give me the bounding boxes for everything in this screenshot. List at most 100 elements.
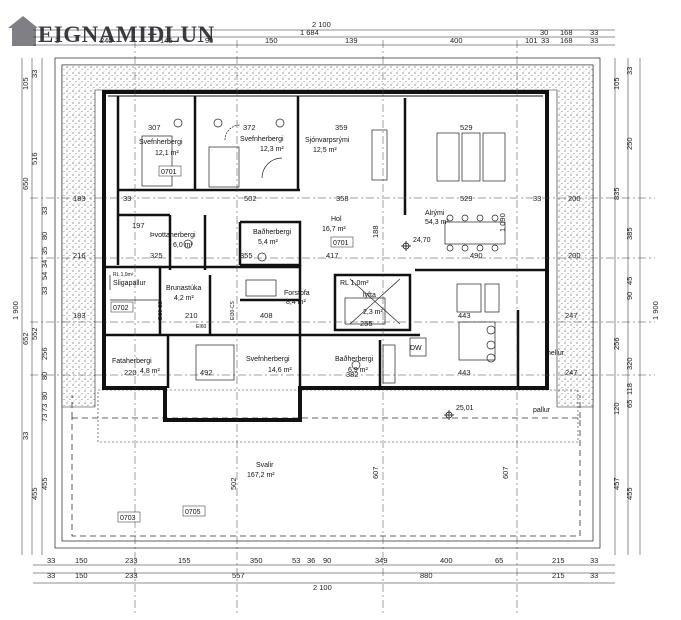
dim-bottom-overall: 2 100: [313, 583, 332, 592]
inner-dim-21: 247: [565, 368, 578, 377]
dim-right-5: 45: [625, 277, 634, 285]
tag-0703: 0703: [120, 515, 136, 522]
room-area-thvottahus: 6,0 m²: [173, 242, 194, 249]
dim-left-20: 455: [30, 487, 39, 500]
dim-bottom-r1-0: 33: [47, 556, 55, 565]
room-name-thvottahus: Þvottaherbergi: [150, 232, 196, 239]
inner-dim-1: 372: [243, 123, 256, 132]
dim-left-15: 80: [40, 392, 49, 400]
dim-left-16: 73: [40, 404, 49, 412]
dim-bottom-r1-4: 350: [250, 556, 263, 565]
inner-dim-17: 492: [200, 368, 213, 377]
dim-left-4: 33: [40, 207, 49, 215]
dim-bottom-r1-2: 233: [125, 556, 138, 565]
dim-bottom-r1-8: 349: [375, 556, 388, 565]
room-name-geymsla: Sligapallur: [113, 280, 146, 287]
dim-bottom-r2-5: 215: [552, 571, 565, 580]
dim-top-r2-10: 33: [590, 36, 598, 45]
inner-dim-7: 197: [132, 221, 145, 230]
plot-boundary: [54, 57, 601, 549]
dim-left-5: 80: [40, 232, 49, 240]
inner-dim-14: 255: [360, 319, 373, 328]
inner-dim-4: 502: [244, 194, 257, 203]
inner-dim-28: 183: [73, 311, 86, 320]
inner-dim-9: 355: [240, 251, 253, 260]
dim-bottom-r1-12: 33: [590, 556, 598, 565]
tag-0701: 0701: [161, 169, 177, 176]
terrace-edge: [71, 395, 581, 418]
tag-0701b: 0701: [333, 240, 349, 247]
room-name-alrymi: Alrými: [425, 210, 445, 217]
dim-left-8: 54: [40, 272, 49, 280]
room-area-sjonvarp: 12,5 m²: [313, 147, 337, 154]
inner-dim-31: 200: [568, 251, 581, 260]
inner-dim-11: 490: [470, 251, 483, 260]
inner-dim-32: 33: [123, 194, 131, 203]
room-name-badherb1: Baðherbergi: [253, 228, 292, 236]
room-name-fataherb: Fataherbergi: [112, 358, 152, 365]
dim-top-r2-2: 145: [160, 36, 173, 45]
dim-bottom-r1-6: 36: [307, 556, 315, 565]
pallur-label: pallur: [533, 407, 551, 414]
room-area-brunastuka: 4,2 m²: [174, 295, 195, 302]
tag-0702: 0702: [113, 305, 129, 312]
room-area-fataherb: 4,8 m²: [140, 368, 161, 375]
room-name-sjonvarp: Sjónvarpsrými: [305, 137, 350, 144]
room-name-hol: Hol: [331, 216, 342, 223]
dim-bottom-r1-9: 400: [440, 556, 453, 565]
inner-dim-20: 247: [565, 311, 578, 320]
dim-left-10: 652: [21, 332, 30, 345]
dim-left-1: 33: [30, 70, 39, 78]
room-area-forstofa: 8,4 m²: [286, 299, 307, 306]
dim-right-7: 1 900: [651, 301, 660, 320]
dim-bottom-r2-0: 33: [47, 571, 55, 580]
room-name-badherb2: Baðherbergi: [335, 355, 374, 363]
room-name-svefn3: Svefnherbergi: [246, 356, 290, 363]
dim-bottom-r2-1: 150: [75, 571, 88, 580]
exterior-wall: [102, 90, 549, 422]
dim-right-12: 120: [612, 402, 621, 415]
dim-bottom-r1-3: 155: [178, 556, 191, 565]
inner-dim-19: 443: [458, 368, 471, 377]
inner-dim-24: 607: [371, 466, 380, 479]
room-name-svefn2: Svefnherbergi: [240, 136, 284, 143]
dim-left-17: 73: [40, 414, 49, 422]
room-name-lyfta: lyfta: [363, 292, 376, 299]
dim-bottom-r1-7: 90: [323, 556, 331, 565]
inner-dim-5: 358: [336, 194, 349, 203]
inner-dim-16: 220: [124, 368, 137, 377]
room-area-badherb1: 5,4 m²: [258, 239, 279, 246]
gravel-border: [61, 64, 594, 408]
dim-top-overall: 2 100: [312, 20, 331, 29]
inner-dim-33: 33: [533, 194, 541, 203]
dim-bottom-r2-2: 233: [125, 571, 138, 580]
dim-top-r1-0: 1 684: [300, 28, 319, 37]
dim-right-13: 457: [612, 477, 621, 490]
dim-bottom-r2-6: 33: [590, 571, 598, 580]
rl-label-2: RL 1,0m²: [113, 272, 134, 278]
room-area-svefn1: 12,1 m²: [155, 150, 179, 157]
dim-top-r2-8: 33: [541, 36, 549, 45]
dim-bottom-r2-4: 880: [420, 571, 433, 580]
terrace-outline: [71, 417, 581, 537]
inner-dim-22: 1 090: [498, 213, 507, 232]
dim-left-18: 33: [21, 432, 30, 440]
dim-bottom-r1-10: 65: [495, 556, 503, 565]
room-area-lyfta: 2,3 m²: [363, 309, 384, 316]
dim-top-r2-4: 150: [265, 36, 278, 45]
dim-bottom-r1-11: 215: [552, 556, 565, 565]
dim-right-6: 90: [625, 292, 634, 300]
room-area-svefn3: 14,6 m²: [268, 367, 292, 374]
room-area-hol: 16,7 m²: [322, 226, 346, 233]
inner-dim-13: 408: [260, 311, 273, 320]
interior-walls: [104, 96, 545, 388]
dim-bottom-r2-3: 557: [232, 571, 245, 580]
inner-dim-25: 607: [501, 466, 510, 479]
dim-bottom-r1-1: 150: [75, 556, 88, 565]
room-name-svalir: Svalir: [256, 462, 274, 469]
dim-left-2: 516: [30, 152, 39, 165]
